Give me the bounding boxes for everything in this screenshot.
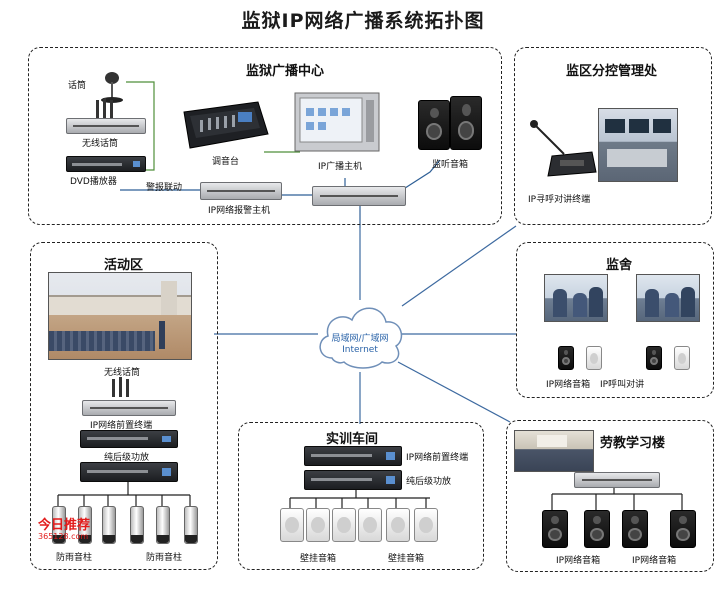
label-monitor: 监听音箱	[432, 160, 469, 170]
control-room-photo	[598, 108, 678, 182]
label-act-amp: 纯后级功放	[104, 453, 150, 463]
region-branch-control	[514, 47, 712, 225]
school-ip-speaker-1	[542, 510, 568, 548]
mixer-console-icon	[183, 101, 269, 149]
wire-switch-monitor	[401, 159, 441, 191]
network-cloud-icon	[319, 307, 403, 369]
act-wireless-handhelds-icon	[112, 377, 129, 397]
column-speaker-2	[78, 506, 92, 544]
ws-ip-terminal	[304, 446, 402, 466]
monitor-speaker-left	[418, 100, 450, 150]
activity-yard-photo	[48, 272, 192, 360]
label-school-speaker-1: IP网络音箱	[556, 556, 601, 566]
dvd-player	[66, 156, 146, 172]
label-ws-terminal: IP网络前置终端	[406, 453, 469, 463]
region-activity-title: 活动区	[104, 258, 144, 273]
school-ip-speaker-4	[670, 510, 696, 548]
cell-ip-speaker-right	[646, 346, 662, 370]
watermark-logo: 今日推荐	[38, 518, 91, 533]
region-broadcast-center-title: 监狱广播中心	[246, 64, 325, 79]
label-alarm-link: 警报联动	[146, 183, 183, 193]
school-network-switch	[574, 472, 660, 488]
wall-speaker-6	[414, 508, 438, 542]
column-speaker-4	[130, 506, 144, 544]
region-activity	[30, 242, 218, 570]
monitor-speaker-right	[450, 96, 482, 150]
network-label-lan: 局域网/广域网	[331, 334, 389, 344]
school-ip-speaker-2	[584, 510, 610, 548]
intercom-terminal-icon	[530, 120, 597, 177]
column-speaker-5	[156, 506, 170, 544]
label-school-speaker-2: IP网络音箱	[632, 556, 677, 566]
network-label-internet: Internet	[342, 345, 378, 355]
wall-speaker-2	[306, 508, 330, 542]
label-ws-wall-1: 壁挂音箱	[300, 554, 337, 564]
classroom-photo	[514, 430, 594, 472]
act-power-amplifier	[80, 462, 178, 482]
region-cell	[516, 242, 714, 398]
label-mic: 话筒	[68, 81, 87, 91]
wall-speaker-5	[386, 508, 410, 542]
cell-photo-right	[636, 274, 700, 322]
label-act-column-1: 防雨音柱	[56, 553, 93, 563]
broadcast-host-icon	[294, 92, 380, 152]
diagram-title: 监狱IP网络广播系统拓扑图	[241, 10, 485, 32]
label-host: IP广播主机	[318, 162, 363, 172]
label-wireless-mic: 无线话筒	[82, 139, 119, 149]
act-ip-terminal	[80, 430, 178, 448]
cell-photo-left	[544, 274, 608, 322]
label-intercom: IP寻呼对讲终端	[528, 195, 591, 205]
network-switch	[312, 186, 406, 206]
label-cell-intercom: IP呼叫对讲	[600, 380, 645, 390]
label-ws-wall-2: 壁挂音箱	[388, 554, 425, 564]
school-ip-speaker-3	[622, 510, 648, 548]
label-dvd: DVD播放器	[70, 177, 117, 187]
region-workshop	[238, 422, 484, 570]
label-alarm-host: IP网络报警主机	[208, 206, 271, 216]
label-ws-amp: 纯后级功放	[406, 477, 452, 487]
column-speaker-6	[184, 506, 198, 544]
wall-speaker-1	[280, 508, 304, 542]
wall-speaker-3	[332, 508, 356, 542]
cell-intercom-right	[674, 346, 690, 370]
label-cell-speaker: IP网络音箱	[546, 380, 591, 390]
column-speaker-3	[102, 506, 116, 544]
wireless-mic-handhelds-icon	[96, 98, 113, 118]
cell-ip-speaker-left	[558, 346, 574, 370]
region-school-title: 劳教学习楼	[600, 436, 666, 451]
act-wireless-receiver	[82, 400, 176, 416]
ws-power-amplifier	[304, 470, 402, 490]
alarm-host	[200, 182, 282, 200]
label-act-column-2: 防雨音柱	[146, 553, 183, 563]
column-speaker-1	[52, 506, 66, 544]
region-branch-control-title: 监区分控管理处	[566, 64, 658, 79]
wireless-mic-receiver	[66, 118, 146, 134]
label-act-terminal: IP网络前置终端	[90, 421, 153, 431]
region-broadcast-center	[28, 47, 502, 225]
cell-intercom-left	[586, 346, 602, 370]
wall-speaker-4	[358, 508, 382, 542]
label-mixer: 调音台	[212, 157, 240, 167]
region-workshop-title: 实训车间	[326, 432, 379, 447]
region-cell-title: 监舍	[606, 258, 633, 273]
watermark-url: 365128.com	[38, 532, 89, 541]
link-school	[397, 361, 511, 423]
link-branch	[401, 225, 517, 307]
region-school	[506, 420, 714, 572]
label-act-wireless-mic: 无线话筒	[104, 368, 141, 378]
